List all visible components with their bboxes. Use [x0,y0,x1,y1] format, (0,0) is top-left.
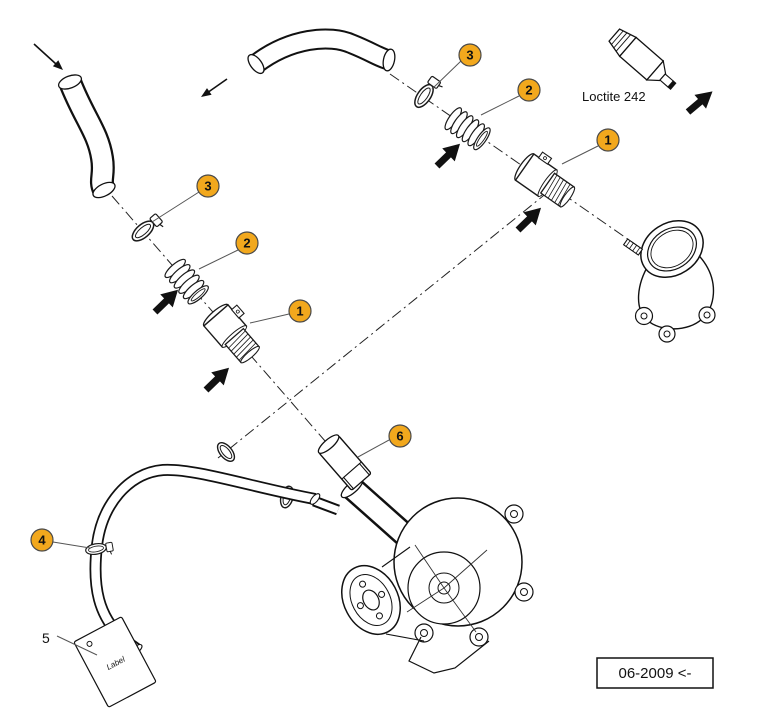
insertion-arrow-left-barb [148,283,185,319]
callout-number: 2 [243,236,250,251]
callout-5-number: 5 [42,630,50,646]
small-clamp-ring-upper [213,439,239,465]
hose-clamp-right [410,74,445,114]
lower-hose [89,463,321,655]
leader-line [357,439,390,458]
callout-number: 3 [204,179,211,194]
callout-1-left: 1 [288,299,312,323]
callout-number: 1 [296,304,303,319]
upper-left-hose [57,74,116,199]
flow-direction-arrow-top-middle [201,78,228,97]
leader-line [151,191,200,223]
callout-6: 6 [388,424,412,448]
water-pump [312,477,534,674]
insertion-arrow-right-barb [430,137,467,173]
callout-circle [458,43,482,67]
callout-1-right: 1 [596,128,620,152]
hose-clamp-left [128,211,167,248]
revision-label: 06-2009 <- [619,665,692,682]
loctite-label: Loctite 242 [582,89,646,104]
revision-box: 06-2009 <- [596,657,714,689]
callout-circle [30,528,54,552]
flow-direction-arrow-top-left [33,43,63,70]
callout-2-left: 2 [235,231,259,255]
warning-label-tag: Label [73,616,157,708]
leader-line [249,313,290,324]
loctite-tube [608,28,677,90]
centerline-right-group [389,73,656,259]
callout-number: 6 [396,429,403,444]
upper-middle-hose [247,28,396,75]
leader-line [52,541,91,549]
callout-circle [517,78,541,102]
adapter-fitting-right [511,145,584,213]
callout-number: 1 [604,133,611,148]
centerline-cross [217,191,549,459]
thermostat-housing [622,219,716,343]
callout-circle [388,424,412,448]
pump-pulley-flange [341,565,401,635]
leader-line [431,60,462,90]
callout-circle [196,174,220,198]
leader-line [56,635,98,656]
pump-adapter-part6 [317,434,372,491]
leader-line [561,145,599,165]
housing-stud-bolt [622,238,644,256]
insertion-arrow-left-adapter [199,361,236,397]
callout-circle [596,128,620,152]
adapter-fitting-left [200,296,270,369]
callout-circle [288,299,312,323]
callout-3-left: 3 [196,174,220,198]
leader-line [480,95,520,116]
callout-4: 4 [30,528,54,552]
centerline-left-group [111,195,353,473]
leader-line [198,249,239,270]
callout-circle [235,231,259,255]
callout-number: 4 [38,533,46,548]
callout-2-right: 2 [517,78,541,102]
callout-number: 2 [525,83,532,98]
application-arrow-loctite [682,84,719,119]
callout-3-right: 3 [458,43,482,67]
callout-number: 3 [466,48,473,63]
